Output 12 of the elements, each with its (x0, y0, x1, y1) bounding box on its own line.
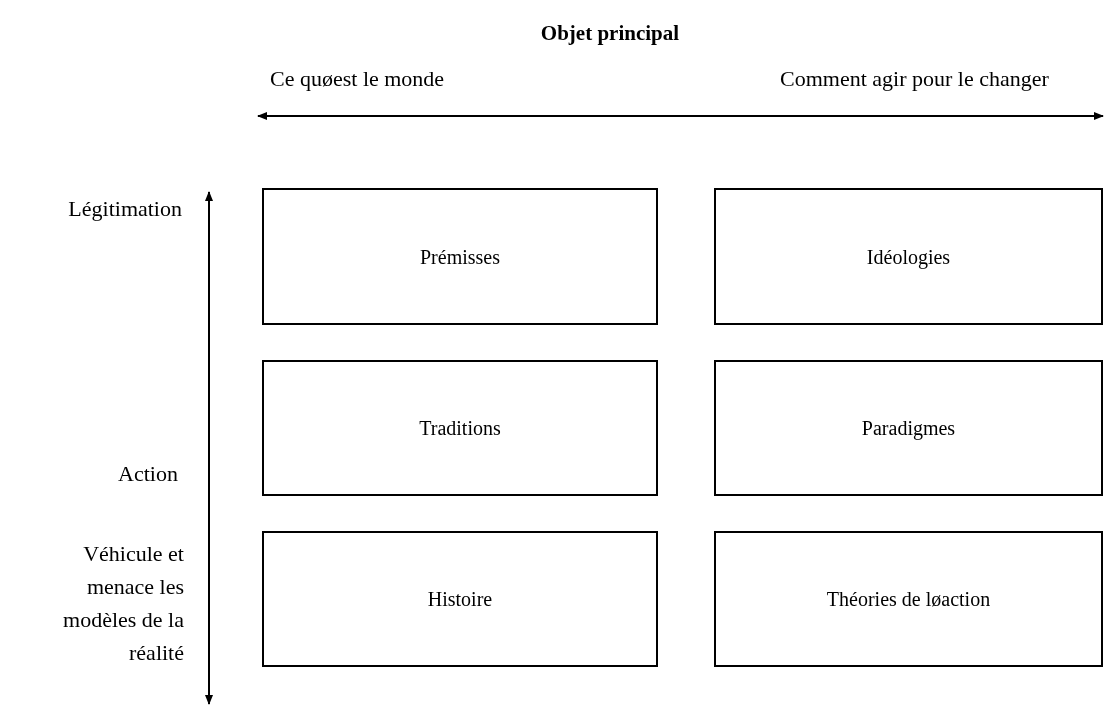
axis-label: Action (117, 460, 178, 488)
category-box: Paradigmes (714, 360, 1103, 496)
axis-label: Ce quøest le monde (270, 65, 446, 93)
category-box: Idéologies (714, 188, 1103, 325)
axis-label: Véhicule et menace les modèles de la réalité (62, 540, 184, 667)
axis-label: Légitimation (67, 195, 182, 223)
category-box: Prémisses (262, 188, 658, 325)
category-box: Traditions (262, 360, 658, 496)
category-box: Théories de løaction (714, 531, 1103, 667)
axis-label: Comment agir pour le changer (780, 65, 1050, 93)
title: Objet principal (539, 20, 681, 47)
category-box: Histoire (262, 531, 658, 667)
